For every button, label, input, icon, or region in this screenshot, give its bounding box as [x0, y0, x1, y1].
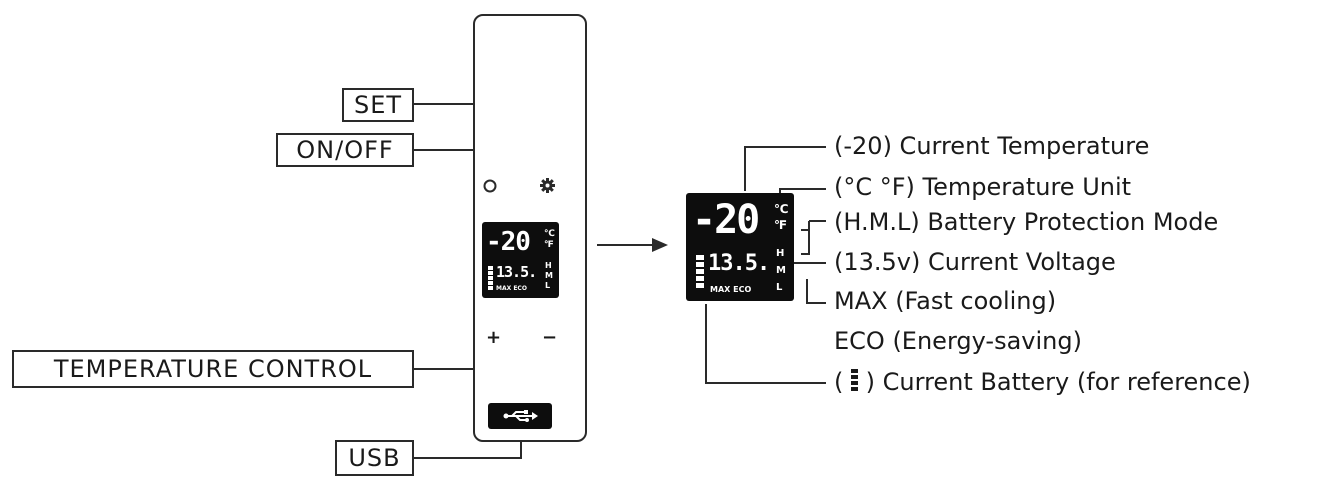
usb-callout: USB	[335, 440, 414, 476]
panel-lcd-unit-c: ℃	[544, 229, 555, 239]
enlarged-lcd-battery	[696, 255, 704, 288]
set-callout: SET	[342, 88, 414, 122]
usb-port[interactable]	[488, 403, 552, 429]
enlarged-lcd-unit-c: ℃	[774, 202, 789, 216]
current-voltage-label: (13.5v) Current Voltage	[834, 248, 1116, 276]
current-battery-label: ( ) Current Battery (for reference)	[834, 368, 1251, 396]
battery-text: ) Current Battery (for reference)	[865, 368, 1251, 396]
usb-icon	[503, 410, 538, 422]
eco-mode-label: ECO (Energy-saving)	[834, 327, 1082, 355]
battery-protection-bracket	[801, 229, 810, 255]
enlarged-lcd-mode-h: H	[776, 248, 785, 259]
temperature-control-callout: TEMPERATURE CONTROL	[12, 350, 414, 388]
battery-open-paren: (	[834, 368, 844, 396]
panel-lcd-unit-f: ℉	[544, 240, 554, 250]
panel-lcd-battery	[488, 266, 493, 290]
battery-protection-label: (H.M.L) Battery Protection Mode	[834, 208, 1219, 236]
enlarged-lcd-mode-m: M	[776, 265, 786, 276]
circle-icon[interactable]	[482, 178, 498, 194]
enlarged-lcd: -20 ℃ ℉ 13.5. H M L MAX ECO	[686, 193, 794, 301]
battery-icon	[851, 369, 859, 393]
enlarged-lcd-temperature: -20	[692, 197, 760, 243]
max-mode-label: MAX (Fast cooling)	[834, 287, 1057, 315]
plus-button[interactable]: +	[486, 327, 502, 348]
minus-button[interactable]: −	[542, 327, 558, 348]
panel-lcd-mode-m: M	[545, 271, 553, 280]
panel-lcd-modes: MAX ECO	[496, 285, 527, 292]
panel-lcd-mode-l: L	[545, 281, 551, 290]
temperature-unit-label: (°C °F) Temperature Unit	[834, 173, 1132, 201]
panel-lcd: -20 ℃ ℉ 13.5. H M L MAX ECO	[482, 222, 559, 298]
enlarged-lcd-unit-f: ℉	[774, 218, 788, 232]
enlarged-lcd-voltage: 13.5.	[708, 251, 770, 276]
enlarged-lcd-modes: MAX ECO	[710, 285, 752, 294]
gear-icon[interactable]	[539, 177, 556, 194]
current-battery-leader	[705, 304, 826, 384]
main-arrow-head	[652, 238, 668, 252]
onoff-callout: ON/OFF	[276, 133, 414, 167]
panel-lcd-mode-h: H	[545, 261, 552, 270]
panel-lcd-temperature: -20	[486, 227, 531, 257]
current-temperature-leader	[744, 146, 826, 191]
panel-lcd-voltage: 13.5.	[496, 263, 537, 281]
max-leader	[806, 279, 826, 304]
current-temperature-label: (-20) Current Temperature	[834, 132, 1150, 160]
enlarged-lcd-mode-l: L	[776, 282, 783, 293]
